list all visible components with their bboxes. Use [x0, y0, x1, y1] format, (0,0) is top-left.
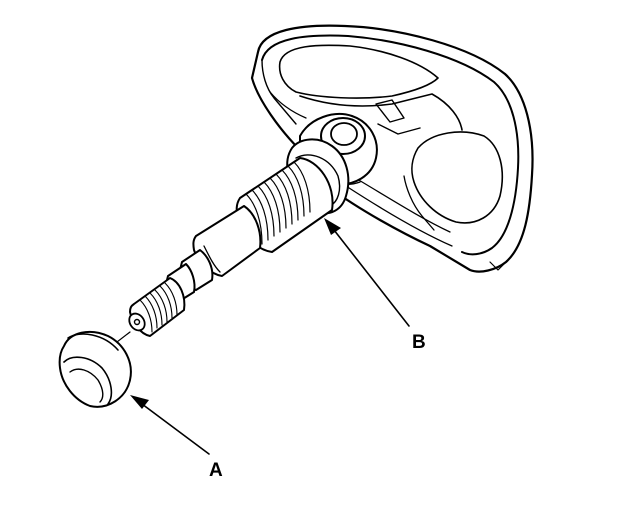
callout-a-arrowhead: [130, 395, 149, 409]
stem-threads: [245, 161, 311, 245]
callout-a: A: [130, 395, 223, 481]
valve-cap: [58, 330, 132, 408]
callout-b-arrowhead: [324, 218, 341, 235]
valve-stem: [128, 138, 350, 337]
callout-a-label: A: [209, 460, 223, 481]
tip-threads: [139, 282, 178, 333]
callout-b-label: B: [412, 332, 426, 353]
callout-b: B: [324, 218, 426, 353]
